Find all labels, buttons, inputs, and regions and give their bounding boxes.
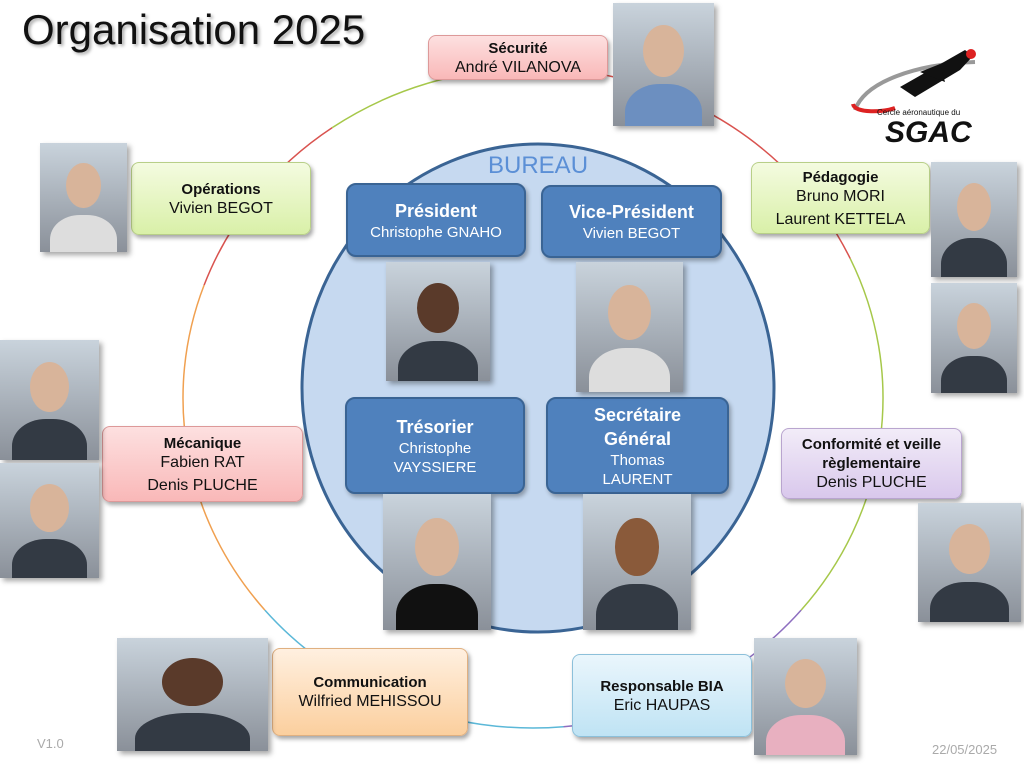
person-name: LAURENT [602,470,673,488]
person-name: Thomas [610,451,665,469]
conformite-box: Conformité et veille règlementaire Denis… [781,428,962,499]
role: Conformité et veille [801,436,942,453]
role: Vice-Président [569,202,694,222]
tresorier-box: Trésorier Christophe VAYSSIERE [345,397,525,494]
person-name: VAYSSIERE [393,458,477,476]
pedagogie-box: Pédagogie Bruno MORI Laurent KETTELA [751,162,930,234]
role: Général [603,428,672,449]
photo-conformite [918,503,1021,622]
photo-president [386,262,490,381]
photo-mecanique-2 [0,463,99,578]
logo-name: SGAC [885,116,972,149]
role: Président [394,200,478,221]
photo-operations [40,143,127,252]
photo-pedagogie-1 [931,162,1017,277]
role: Communication [313,674,427,691]
role: Mécanique [163,434,242,452]
person-name: Laurent KETTELA [775,210,906,228]
bureau-label: BUREAU [488,152,589,179]
logo-tagline: Cercle aéronautique du [877,108,961,117]
photo-communication [117,638,268,751]
photo-securite [613,3,714,126]
person-name: Denis PLUCHE [147,476,258,494]
securite-box: Sécurité André VILANOVA [428,35,608,80]
person-name: Eric HAUPAS [613,696,711,714]
person-name: Denis PLUCHE [816,474,927,491]
bia-box: Responsable BIA Eric HAUPAS [572,654,752,737]
role: règlementaire [822,455,921,472]
role: Pédagogie [802,168,879,186]
role: Responsable BIA [600,677,724,695]
operations-box: Opérations Vivien BEGOT [131,162,311,235]
photo-mecanique-1 [0,340,99,460]
version: V1.0 [37,736,64,751]
photo-vice-president [576,262,683,392]
role: Secrétaire [593,404,682,425]
role: Trésorier [396,416,474,437]
photo-bia [754,638,857,755]
secretaire-box: Secrétaire Général Thomas LAURENT [546,397,729,494]
person-name: Vivien BEGOT [169,199,273,217]
person-name: Christophe GNAHO [370,223,502,241]
mecanique-box: Mécanique Fabien RAT Denis PLUCHE [102,426,303,502]
role: Sécurité [488,39,548,57]
vice-president-box: Vice-Président Vivien BEGOT [541,185,722,258]
photo-secretaire [583,494,691,630]
president-box: Président Christophe GNAHO [346,183,526,257]
date: 22/05/2025 [932,742,998,757]
person-name: Christophe [398,439,472,457]
sgac-logo: Cercle aéronautique du SGAC [845,42,990,150]
photo-tresorier [383,494,491,630]
person-name: Bruno MORI [796,187,885,205]
photo-pedagogie-2 [931,283,1017,393]
person-name: Vivien BEGOT [582,225,681,242]
person-name: Wilfried MEHISSOU [298,693,442,710]
person-name: Fabien RAT [160,453,245,471]
person-name: André VILANOVA [455,58,581,76]
role: Opérations [181,180,261,198]
page-title: Organisation 2025 [22,6,366,53]
communication-box: Communication Wilfried MEHISSOU [272,648,468,736]
